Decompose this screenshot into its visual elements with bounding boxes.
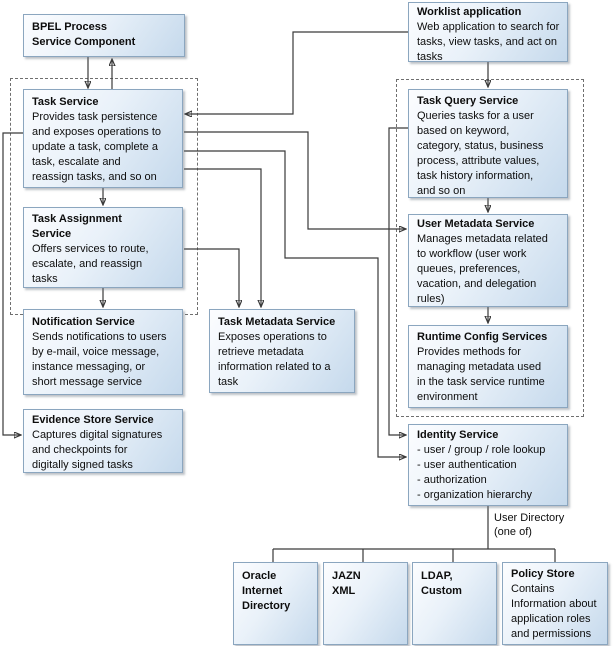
node-body: Manages metadata related to workflow (us… xyxy=(417,233,548,305)
node-task-metadata-service: Task Metadata Service Exposes operations… xyxy=(209,309,355,393)
node-title: LDAP, Custom xyxy=(421,570,462,597)
node-runtime-config-services: Runtime Config Services Provides methods… xyxy=(408,325,568,408)
node-title: JAZN XML xyxy=(332,570,361,597)
node-body: Exposes operations to retrieve metadata … xyxy=(218,331,331,388)
edge-task-service-to-identity xyxy=(184,150,406,457)
node-task-query-service: Task Query Service Queries tasks for a u… xyxy=(408,89,568,198)
node-bpel-process: BPEL Process Service Component xyxy=(23,14,185,57)
node-oracle-internet-directory: Oracle Internet Directory xyxy=(233,562,318,645)
node-task-service: Task Service Provides task persistence a… xyxy=(23,89,183,188)
node-body: Captures digital signatures and checkpoi… xyxy=(32,429,163,471)
node-jazn-xml: JAZN XML xyxy=(323,562,408,645)
node-body: Contains Information about application r… xyxy=(511,583,597,640)
node-title: User Metadata Service xyxy=(417,218,535,230)
node-title: BPEL Process Service Component xyxy=(32,21,136,48)
node-worklist-application: Worklist application Web application to … xyxy=(408,2,568,62)
node-body: Web application to search for tasks, vie… xyxy=(417,21,560,62)
node-title: Notification Service xyxy=(32,316,135,328)
node-body: Queries tasks for a user based on keywor… xyxy=(417,110,544,197)
node-title: Identity Service xyxy=(417,429,499,441)
node-body: Provides methods for managing metadata u… xyxy=(417,346,545,403)
node-policy-store: Policy Store Contains Information about … xyxy=(502,562,608,645)
node-title: Task Assignment Service xyxy=(32,213,122,240)
node-task-assignment-service: Task Assignment Service Offers services … xyxy=(23,207,183,288)
node-body: Offers services to route, escalate, and … xyxy=(32,243,149,285)
node-title: Worklist application xyxy=(417,6,522,18)
edge-task-service-to-user-metadata xyxy=(184,131,406,229)
node-title: Evidence Store Service xyxy=(32,414,154,426)
node-ldap-custom: LDAP, Custom xyxy=(412,562,497,645)
user-directory-label: User Directory (one of) xyxy=(494,512,565,538)
edge-worklist-to-task-service xyxy=(185,31,408,114)
node-identity-service: Identity Service - user / group / role l… xyxy=(408,424,568,506)
node-body: - user / group / role lookup - user auth… xyxy=(417,444,546,501)
node-title: Policy Store xyxy=(511,568,575,580)
node-evidence-store-service: Evidence Store Service Captures digital … xyxy=(23,409,183,473)
node-body: Sends notifications to users by e-mail, … xyxy=(32,331,167,388)
node-title: Task Service xyxy=(32,96,99,108)
node-title: Task Query Service xyxy=(417,95,519,107)
node-title: Oracle Internet Directory xyxy=(242,570,291,612)
node-title: Task Metadata Service xyxy=(218,316,336,328)
node-user-metadata-service: User Metadata Service Manages metadata r… xyxy=(408,214,568,307)
node-title: Runtime Config Services xyxy=(417,331,548,343)
node-body: Provides task persistence and exposes op… xyxy=(32,111,162,183)
edge-user-directory-branches xyxy=(272,548,556,562)
node-notification-service: Notification Service Sends notifications… xyxy=(23,309,183,395)
